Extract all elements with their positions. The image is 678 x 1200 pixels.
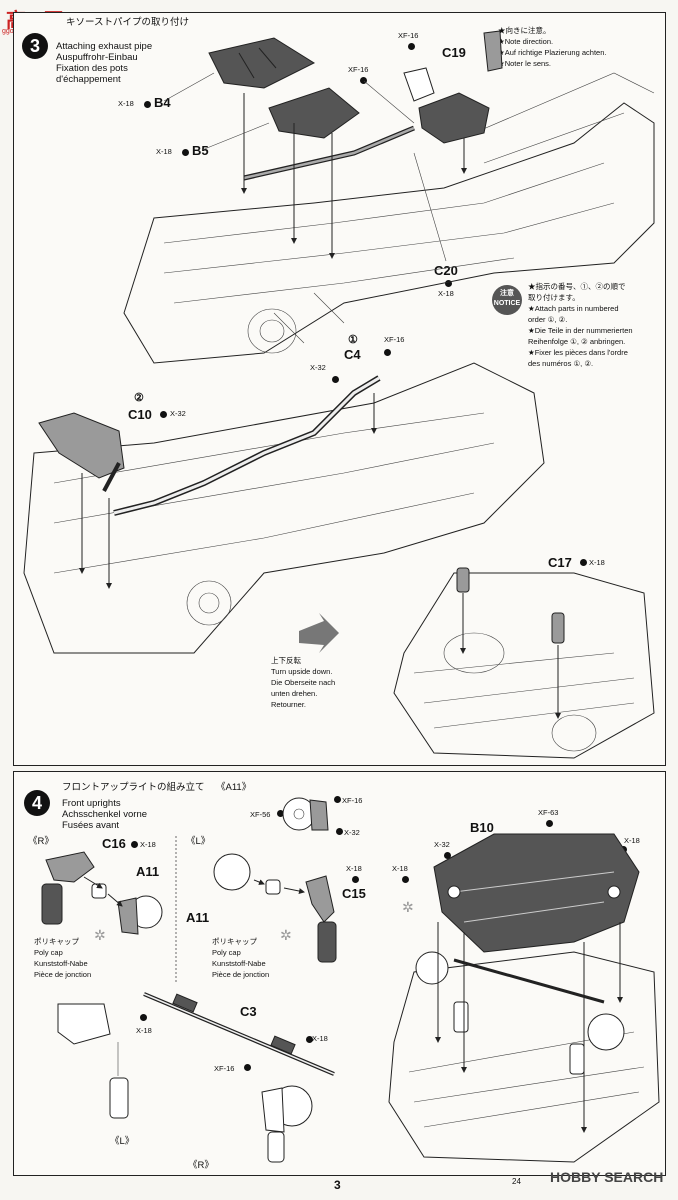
part-c15: C15 [342,886,366,901]
part-c16: C16 [102,836,126,851]
step3-title-en: Attaching exhaust pipe [56,41,153,52]
page-number: 3 [334,1178,341,1192]
part-a11-left: A11 [186,910,210,925]
circle-1: ① [348,334,358,346]
part-b5: B5 [192,143,209,158]
step4-title-de: Achsschenkel vorne [62,809,148,820]
r-bottom-label: 《R》 [188,1160,214,1171]
brand-logo: HOBBY SEARCH [550,1169,664,1185]
notice-line-2: 取り付けます。 [528,293,580,302]
screw-x18-c3-right: X-18 [312,1034,328,1043]
polycap-left-jp: ポリキャップ [34,937,79,946]
step4-title-en: Front uprights [62,798,121,809]
step4-panel: 4 フロントアップライトの組み立て Front uprights Achssch… [13,771,666,1176]
polycap-right-en: Poly cap [212,948,241,957]
screw-x18-b5: X-18 [156,147,172,156]
screw-x18-b10-right: X-18 [624,836,640,845]
notice-line-4: order ①, ②. [528,315,568,324]
svg-text:✲: ✲ [402,899,414,915]
screw-x18-c15: X-18 [346,864,362,873]
notice-line-8: des numéros ①, ②. [528,359,594,368]
part-b4: B4 [154,95,171,110]
polycap-left-en: Poly cap [34,948,63,957]
part-c4: C4 [344,347,361,362]
part-c17: C17 [548,555,572,570]
notice-line-6: Reihenfolge ①, ② anbringen. [528,337,626,346]
notice-line-1: ★指示の番号、①、②の順で [528,282,626,291]
step3-title-fr: Fixation des pots [56,63,128,74]
notice-line-7: ★Fixer les pièces dans l'ordre [528,348,628,357]
circle-2: ② [134,392,144,404]
part-a11-right: A11 [136,864,160,879]
part-c20: C20 [434,263,458,278]
svg-text:✲: ✲ [280,927,292,943]
screw-xf56-disc: XF-56 [250,810,271,819]
notice-line-3: ★Attach parts in numbered [528,304,619,313]
part-c10: C10 [128,407,152,422]
screw-x18-c16: X-18 [140,840,156,849]
turn-line-4: unten drehen. [271,689,318,698]
turn-line-2: Turn upside down. [271,667,333,676]
step3-exhaust-illustration [23,30,655,759]
screw-x32-c4: X-32 [310,363,326,372]
note-direction-fr: ★Noter le sens. [498,59,551,68]
l-header: 《L》 [186,836,211,847]
notice-line-5: ★Die Teile in der nummerierten [528,326,633,335]
screw-x18-c17: X-18 [589,558,605,567]
screw-xf16-c4: XF-16 [384,335,405,344]
note-direction-de: ★Auf richtige Plazierung achten. [498,48,607,57]
screw-xf63: XF-63 [538,808,559,817]
polycap-right-fr: Pièce de jonction [212,970,270,979]
screw-x18-c3-left: X-18 [136,1026,152,1035]
screw-x18-c20: X-18 [438,289,454,298]
screw-xf16-c19: XF-16 [398,31,419,40]
screw-x32-disc: X-32 [344,828,360,837]
screw-x32-c10: X-32 [170,409,186,418]
step4-upright-illustration: ✲ ✲ ✲ [41,797,660,1163]
part-c19: C19 [442,45,466,60]
footer-code: 24 [512,1177,521,1186]
turn-line-1: 上下反転 [271,656,301,665]
note-direction-jp: ★向きに注意。 [498,26,551,35]
step3-panel: 3 キソーストパイプの取り付け Attaching exhaust pipe A… [13,12,666,766]
polycap-left-fr: Pièce de jonction [34,970,92,979]
part-b10: B10 [470,820,494,835]
l-bottom-label: 《L》 [110,1136,135,1147]
screw-xf16-disc: XF-16 [342,796,363,805]
turn-line-5: Retourner. [271,700,307,709]
svg-text:✲: ✲ [94,927,106,943]
screw-x18-b10-left: X-18 [392,864,408,873]
step3-title-fr2: d'échappement [56,74,121,85]
polycap-right-jp: ポリキャップ [212,937,257,946]
notice-badge: 注意 NOTICE [492,285,522,315]
part-c3: C3 [240,1004,257,1019]
screw-xf16-c3: XF-16 [214,1064,235,1073]
step4-title-jp: フロントアップライトの組み立て [62,782,205,793]
note-direction-en: ★Note direction. [498,37,554,46]
screw-x18-b4: X-18 [118,99,134,108]
step4-number: 4 [24,790,50,816]
screw-x32-b10: X-32 [434,840,450,849]
r-header: 《R》 [28,836,54,847]
step3-title-jp: キソーストパイプの取り付け [66,17,190,28]
polycap-right-de: Kunststoff-Nabe [212,959,266,968]
step3-title-de: Auspuffrohr-Einbau [56,52,138,63]
step3-number: 3 [22,33,48,59]
polycap-left-de: Kunststoff-Nabe [34,959,88,968]
step4-title-fr: Fusées avant [62,820,120,831]
turn-line-3: Die Oberseite nach [271,678,336,687]
a11-header: 《A11》 [216,782,252,793]
screw-xf16-pipe: XF-16 [348,65,369,74]
